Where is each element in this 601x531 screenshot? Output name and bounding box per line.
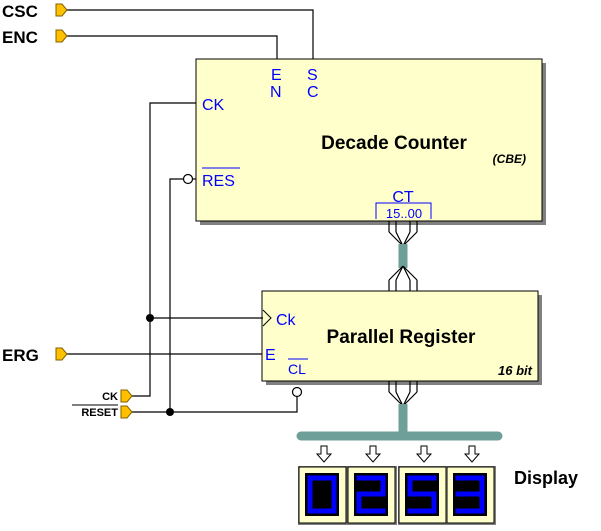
arrow-down-icon — [364, 445, 382, 463]
counter-pin-e: E — [271, 67, 282, 84]
clock-triangle-icon — [262, 309, 272, 327]
counter-pin-ck: CK — [202, 97, 225, 114]
counter-pin-c: C — [307, 84, 319, 101]
enc-wire — [66, 35, 278, 59]
erg-port-icon[interactable] — [55, 347, 68, 361]
enc-label: ENC — [2, 28, 38, 47]
arrow-down-icon — [415, 445, 433, 463]
counter-pin-s: S — [307, 67, 318, 84]
register-pin-cl: CL — [288, 361, 306, 377]
reset-junction-dot — [166, 408, 174, 416]
reset-wire — [129, 178, 184, 413]
ck-wire — [129, 102, 196, 397]
counter-bus-splitter — [388, 221, 418, 247]
decade-counter-block[interactable] — [195, 58, 543, 222]
res-inversion-bubble — [182, 173, 194, 185]
ck-port-icon[interactable] — [120, 389, 133, 403]
erg-label: ERG — [2, 346, 39, 365]
display-arrows — [315, 445, 481, 463]
counter-pin-n: N — [270, 84, 282, 101]
arrow-down-icon — [315, 445, 333, 463]
register-pin-ck: Ck — [276, 312, 297, 329]
ck-label: CK — [102, 391, 118, 403]
cl-inversion-bubble — [291, 386, 303, 398]
ct-bracket — [375, 202, 432, 219]
counter-ct-range: 15..00 — [386, 206, 422, 221]
csc-port-icon[interactable] — [55, 3, 68, 17]
parallel-register-block[interactable] — [261, 290, 539, 382]
reset-port-icon[interactable] — [120, 405, 133, 419]
reset-label: RESET — [81, 407, 118, 419]
counter-subtitle: (CBE) — [493, 152, 526, 166]
counter-title: Decade Counter — [321, 133, 467, 154]
register-title: Parallel Register — [327, 327, 477, 348]
seven-segment-digit — [347, 466, 397, 525]
counter-pin-ct: CT — [392, 189, 414, 206]
register-output-splitter — [388, 381, 418, 407]
reset-register-wire — [170, 397, 298, 413]
seven-segment-digit — [298, 466, 348, 525]
seven-segment-digit — [446, 466, 496, 525]
arrow-down-icon — [463, 445, 481, 463]
csc-label: CSC — [2, 2, 38, 21]
ck-junction-dot — [146, 314, 154, 322]
enc-port-icon[interactable] — [55, 29, 68, 43]
register-pin-e: E — [265, 347, 276, 364]
csc-wire — [66, 9, 314, 59]
display-label: Display — [514, 468, 578, 488]
seven-segment-digit — [398, 466, 448, 525]
seven-segment-displays — [298, 466, 496, 525]
register-bus-splitter — [388, 265, 418, 291]
register-bits: 16 bit — [498, 363, 533, 378]
counter-pin-res: RES — [202, 173, 235, 190]
